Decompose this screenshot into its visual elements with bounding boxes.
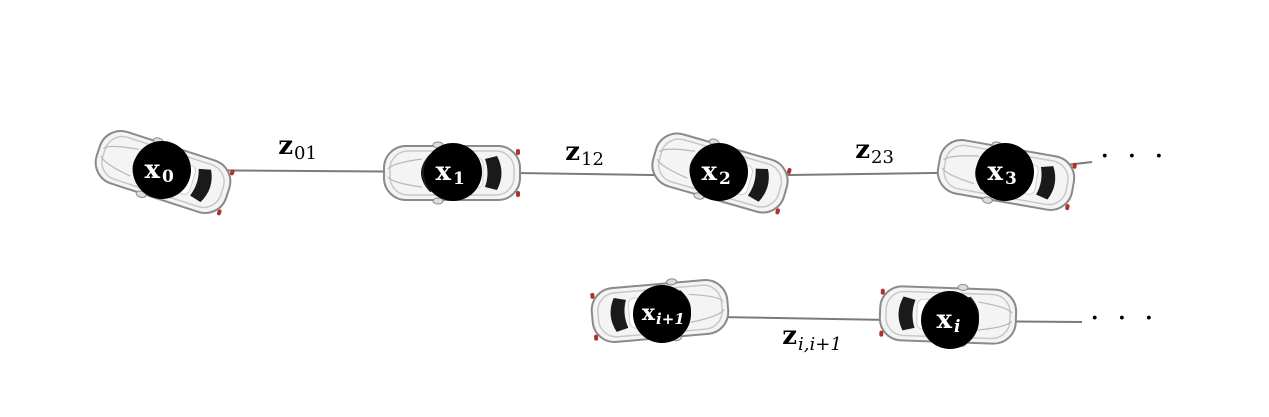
node-subscript: 1 [453, 169, 465, 189]
continuation-dots: · · · [1090, 301, 1158, 336]
node-label: x [936, 305, 952, 335]
node-subscript: 0 [162, 167, 174, 187]
edge-label-subscript: 23 [871, 147, 894, 168]
node-x1: x 1 [424, 143, 482, 201]
edge-label-z23: z 23 [855, 135, 894, 168]
node-label: x [144, 155, 160, 185]
node-x3: x 3 [976, 143, 1034, 201]
edge-label-subscript: 01 [294, 143, 317, 164]
edge-label-subscript: i,i+1 [798, 334, 842, 355]
node-subscript: i+1 [656, 310, 685, 328]
edge-label-subscript: 12 [581, 149, 604, 170]
node-subscript: i [954, 317, 960, 337]
node-x2: x 2 [690, 143, 748, 201]
node-subscript: 3 [1005, 169, 1017, 189]
node-label: x [435, 157, 451, 187]
edge-label-base: z [278, 131, 293, 161]
edge-label-base: z [565, 137, 580, 167]
node-label: x [987, 157, 1003, 187]
node-label: x [701, 157, 717, 187]
continuation-dots: · · · [1100, 139, 1168, 174]
edge-label-base: z [782, 321, 797, 351]
edge-label-base: z [855, 135, 870, 165]
edge-label-z12: z 12 [565, 137, 604, 170]
node-x-i-plus-1: x i+1 [633, 285, 691, 343]
node-x0: x 0 [133, 141, 191, 199]
node-label: x [642, 300, 656, 326]
node-x-i: x i [921, 291, 979, 349]
edge-label-z01: z 01 [278, 131, 317, 164]
edge-label-z-i-i1: z i,i+1 [782, 321, 842, 355]
node-subscript: 2 [719, 169, 731, 189]
